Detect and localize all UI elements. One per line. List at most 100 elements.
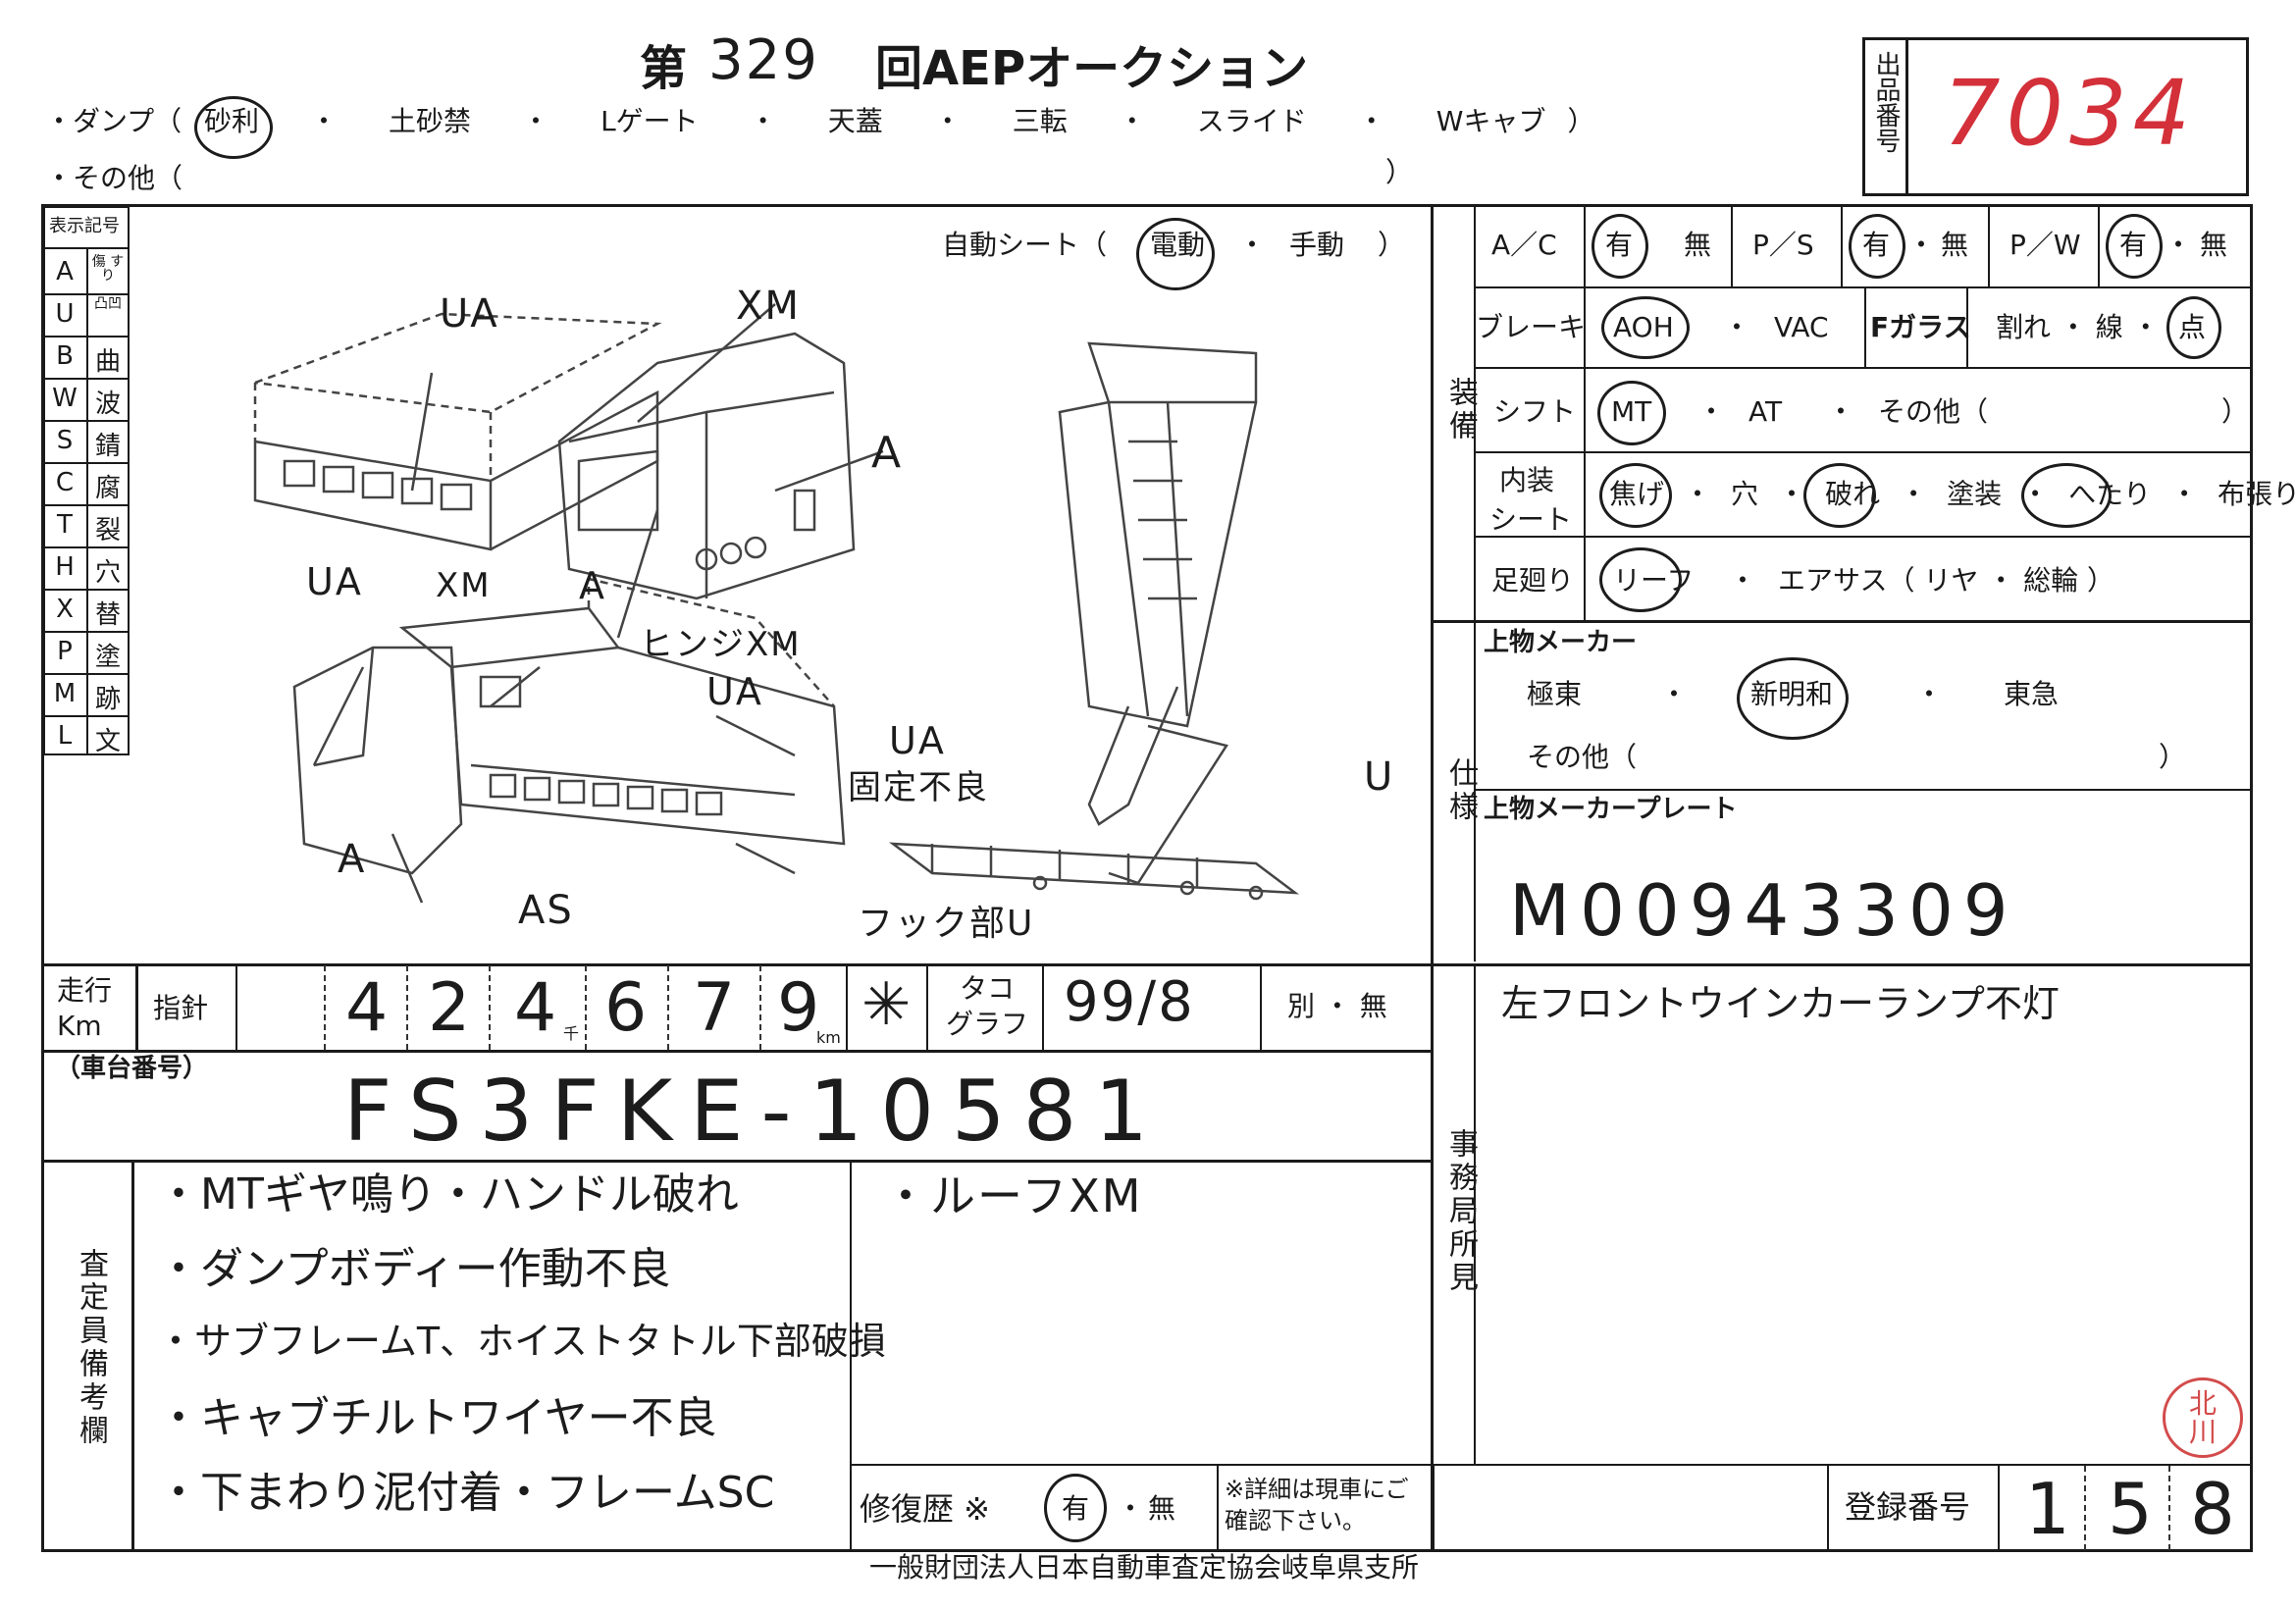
registration-label: 登録番号	[1845, 1488, 1971, 1526]
interior-sep: ・	[2170, 478, 2199, 510]
legend-meaning: 替	[94, 600, 121, 630]
circle-suspension-leaf	[1599, 547, 1682, 612]
dump-close: ）	[1567, 105, 1595, 137]
main-frame	[41, 204, 2253, 1552]
mileage-unit-thousand: 千	[563, 1024, 580, 1043]
dump-opt-soil: 土砂禁	[389, 105, 472, 137]
mileage-sub: 指針	[153, 992, 209, 1024]
mileage-other: 別 ・ 無	[1287, 990, 1387, 1022]
legend-code: H	[55, 552, 75, 582]
dump-sep: ・	[933, 105, 962, 137]
ac-label: A／C	[1491, 229, 1557, 261]
office-label: 事務局所見	[1443, 1128, 1478, 1295]
ps-no: 無	[1941, 229, 1969, 261]
interior-options: 焦げ ・ 穴 ・ 破れ ・ 塗装 ・ へたり ・ 布張り	[1609, 481, 2296, 508]
circle-interior-tear	[1803, 463, 1876, 528]
legend-meaning: 裂	[94, 516, 121, 545]
repair-no: 無	[1148, 1492, 1176, 1525]
brake-vac: VAC	[1774, 311, 1829, 343]
repair-sep: ・	[1117, 1492, 1145, 1525]
shift-close: ）	[2221, 395, 2250, 428]
dump-options: 砂利 ・ 土砂禁 ・ Lゲート ・ 天蓋 ・ 三転 ・ スライド ・ Wキャブ …	[204, 108, 1594, 135]
circle-repair-yes	[1044, 1474, 1107, 1542]
remarks-line: ・サブフレームT、ホイストタトル下部破損	[157, 1320, 886, 1363]
auto-seat-close: ）	[1378, 229, 1406, 261]
mark-a-mid: A	[579, 564, 606, 607]
mileage-mark: ✳	[861, 970, 913, 1039]
mark-as-bottom: AS	[518, 888, 574, 933]
shift-sep2: ・	[1827, 395, 1855, 428]
mileage-digit-5: 7	[693, 969, 738, 1047]
mileage-digit-1: 4	[345, 969, 391, 1047]
other-close: ）	[1385, 156, 1414, 188]
equipment-label: 装備	[1443, 377, 1478, 443]
pw-label: P／W	[2009, 229, 2081, 261]
suspension-air: エアサス（ リヤ ・ 総輪 ）	[1778, 564, 2115, 597]
suspension-label: 足廻り	[1491, 564, 1575, 597]
legend-meaning: 錆	[94, 432, 121, 461]
brake-sep: ・	[1723, 311, 1751, 343]
interior-hole: 穴	[1731, 478, 1759, 510]
chassis-label: （車台番号）	[55, 1054, 209, 1083]
auto-seat-label: 自動シート（	[942, 229, 1108, 261]
legend-code: B	[56, 341, 74, 371]
mark-ua-rear: UA	[889, 719, 946, 762]
circle-interior-burn	[1599, 463, 1672, 528]
mark-ua-top: UA	[440, 291, 499, 337]
circle-electric	[1136, 218, 1215, 290]
ps-label: P／S	[1752, 229, 1814, 261]
spec-label: 仕様	[1443, 757, 1478, 824]
legend-meaning: 曲	[94, 347, 121, 377]
listing-label: 出品番号	[1871, 51, 1901, 153]
legend-title: 表示記号	[49, 216, 120, 236]
maker-sep: ・	[1915, 678, 1944, 710]
mileage-digit-2: 2	[428, 969, 473, 1047]
maker-tokyu: 東急	[2004, 678, 2060, 710]
auction-number: 329	[708, 28, 819, 92]
inspector-stamp: 北 川	[2163, 1377, 2243, 1458]
legend-meaning: 塗	[94, 643, 121, 672]
listing-number: 7034	[1943, 61, 2197, 166]
mileage-unit-km: km	[816, 1028, 841, 1047]
interior-sep: ・	[1684, 478, 1712, 510]
stamp-line-2: 川	[2188, 1416, 2217, 1448]
circle-gravel	[194, 96, 273, 159]
auto-seat-manual: 手動	[1289, 229, 1345, 261]
listing-box	[1862, 37, 2249, 196]
shift-other: その他（	[1878, 395, 1989, 428]
auto-seat-sep: ・	[1238, 229, 1267, 261]
dump-opt-canopy: 天蓋	[827, 105, 883, 137]
legend-code: S	[56, 426, 74, 455]
registration-digit-2: 5	[2108, 1468, 2155, 1550]
dump-opt-slide: スライド	[1196, 105, 1307, 137]
stamp-line-1: 北	[2188, 1386, 2217, 1420]
circle-interior-sag	[2021, 463, 2112, 528]
circle-fglass-dot	[2166, 296, 2221, 359]
circle-maker-shinmaywa	[1737, 657, 1849, 740]
ps-sep: ・	[1907, 229, 1936, 261]
circle-shift-mt	[1597, 381, 1666, 445]
dump-sep: ・	[522, 105, 550, 137]
maker-label: 上物メーカー	[1484, 628, 1638, 657]
dump-sep: ・	[749, 105, 777, 137]
mark-ua-left: UA	[306, 560, 363, 603]
interior-sep: ・	[1900, 478, 1928, 510]
registration-digit-1: 1	[2025, 1468, 2072, 1550]
mileage-label-1: 走行	[57, 974, 113, 1007]
dump-sep: ・	[1357, 105, 1385, 137]
mark-xm-left: XM	[436, 566, 492, 605]
pw-sep: ・	[2165, 229, 2193, 261]
mileage-digit-3: 4	[514, 969, 559, 1047]
interior-sep: ・	[1778, 478, 1806, 510]
dump-sep: ・	[310, 105, 339, 137]
footer-org: 一般財団法人日本自動車査定協会岐阜県支所	[869, 1551, 1420, 1584]
brake-label: ブレーキ	[1476, 311, 1587, 343]
legend-code: A	[56, 257, 74, 286]
office-note: 左フロントウインカーランプ不灯	[1501, 982, 2060, 1025]
remarks-line: ・MTギヤ鳴り・ハンドル破れ	[157, 1169, 739, 1220]
dump-opt-lgate: Lゲート	[600, 105, 699, 137]
interior-label-2: シート	[1489, 503, 1573, 536]
dump-label: ・ダンプ（	[45, 105, 183, 137]
legend-code: U	[55, 299, 75, 329]
legend-meaning: 腐	[94, 474, 121, 503]
